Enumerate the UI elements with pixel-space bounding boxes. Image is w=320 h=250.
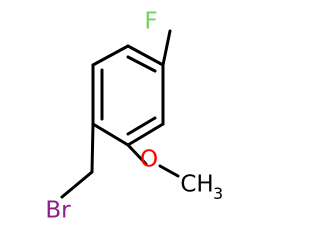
ring-bond-c4-c5 xyxy=(91,122,130,147)
double-bond-inner-bottom-right xyxy=(126,116,157,136)
methyl-label: CH xyxy=(180,172,213,198)
bond-ch2-br xyxy=(60,170,94,199)
bond-o-ch3 xyxy=(158,164,180,178)
ring-bond-c6-c1 xyxy=(91,44,130,67)
bromine-label: Br xyxy=(45,198,71,224)
methyl-subscript: 3 xyxy=(213,184,223,203)
bond-c-f xyxy=(161,29,172,67)
ring-bond-c1-c2 xyxy=(126,44,165,67)
double-bond-inner-top-right xyxy=(126,55,157,73)
bond-c-o xyxy=(126,143,148,166)
ring-bond-c3-c4 xyxy=(126,122,165,147)
oxygen-label: O xyxy=(140,147,158,173)
bond-c-ch2 xyxy=(90,122,95,174)
molecule-canvas: F O CH 3 Br xyxy=(45,8,224,224)
structure-diagram: F O CH 3 Br xyxy=(45,9,223,224)
fluorine-label: F xyxy=(144,9,157,35)
